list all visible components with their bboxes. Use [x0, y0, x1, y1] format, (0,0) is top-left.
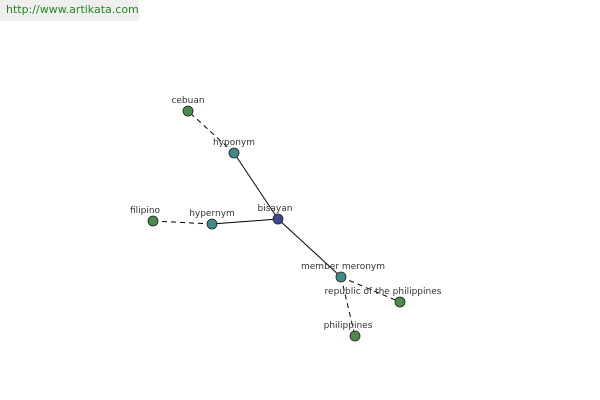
node-label-bisayan[interactable]: bisayan	[258, 204, 293, 214]
node-label-hypernym[interactable]: hypernym	[189, 209, 235, 219]
node-bisayan[interactable]	[272, 213, 284, 225]
node-label-republic[interactable]: republic of the philippines	[325, 287, 442, 297]
edge-hyponym-cebuan	[187, 110, 235, 154]
node-cebuan[interactable]	[182, 105, 194, 117]
site-url-link[interactable]: http://www.artikata.com	[0, 0, 139, 21]
node-member-meronym[interactable]	[335, 271, 347, 283]
node-hypernym[interactable]	[206, 218, 218, 230]
node-philippines[interactable]	[349, 330, 361, 342]
node-label-philippines[interactable]: philippines	[324, 321, 373, 331]
edge-member-meronym-republic	[340, 276, 401, 303]
nodes-layer	[147, 105, 406, 342]
edge-member-meronym-philippines	[340, 276, 356, 337]
node-republic[interactable]	[394, 296, 406, 308]
edge-bisayan-member-meronym	[277, 218, 342, 278]
labels-layer: bisayan hyponym cebuan hypernym filipino memb…	[130, 96, 442, 331]
edge-bisayan-hyponym	[233, 152, 279, 220]
edge-hypernym-filipino	[152, 220, 213, 225]
node-label-filipino[interactable]: filipino	[130, 206, 161, 216]
node-label-cebuan[interactable]: cebuan	[171, 96, 204, 106]
edge-bisayan-hypernym	[211, 218, 279, 225]
node-hyponym[interactable]	[228, 147, 240, 159]
edges-layer	[152, 110, 401, 337]
node-label-hyponym[interactable]: hyponym	[213, 138, 255, 148]
node-label-member-meronym[interactable]: member meronym	[301, 262, 385, 272]
node-filipino[interactable]	[147, 215, 159, 227]
